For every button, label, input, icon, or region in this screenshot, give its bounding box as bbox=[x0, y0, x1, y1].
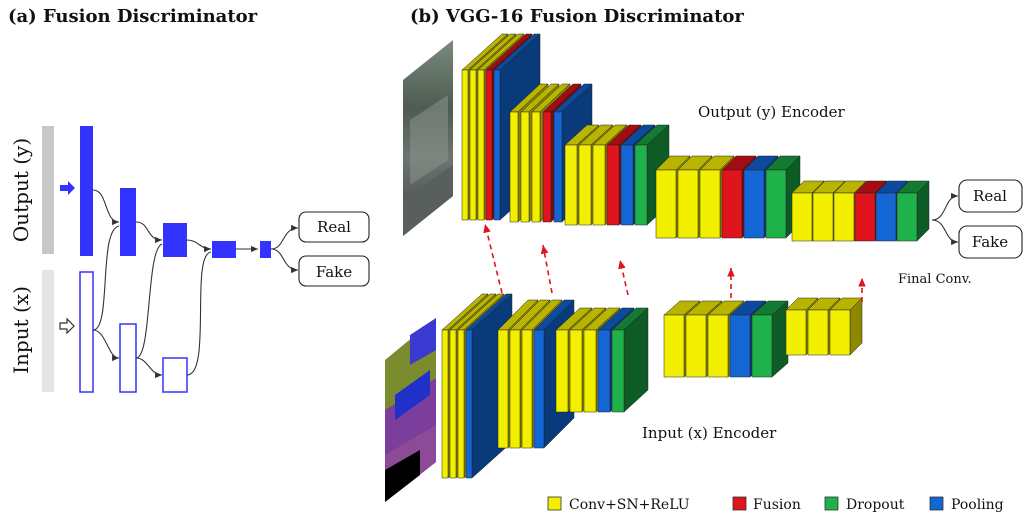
output-block-2 bbox=[120, 188, 136, 256]
legend-swatch-pooling bbox=[929, 496, 944, 511]
dropout-layer bbox=[751, 300, 789, 378]
input-block-1 bbox=[79, 271, 94, 393]
legend-label-pooling: Pooling bbox=[951, 497, 1004, 513]
panel-a-title: (a) Fusion Discriminator bbox=[8, 6, 258, 27]
legend-label-dropout: Dropout bbox=[846, 497, 905, 513]
input-side-bar bbox=[42, 270, 54, 392]
dropout-layer bbox=[611, 307, 649, 413]
input-side-label: Input (x) bbox=[9, 286, 33, 374]
output-encoder bbox=[461, 33, 930, 242]
panel-b-fake-label: Fake bbox=[972, 233, 1008, 251]
panel-a-fake-label: Fake bbox=[316, 263, 352, 281]
final-conv-label: Final Conv. bbox=[898, 272, 972, 287]
output-encoder-label: Output (y) Encoder bbox=[698, 103, 846, 121]
input-arrow-icon bbox=[59, 317, 75, 335]
conv-layer bbox=[829, 297, 863, 356]
panel-a-real-label: Real bbox=[317, 218, 351, 236]
dropout-layer bbox=[896, 180, 930, 242]
output-block-3 bbox=[163, 223, 187, 257]
output-block-5 bbox=[260, 241, 271, 258]
input-segmentation-image bbox=[385, 318, 436, 502]
panel-b-real-label: Real bbox=[973, 187, 1007, 205]
output-arrow-icon bbox=[60, 181, 75, 195]
panel-a-connections bbox=[92, 189, 299, 379]
input-block-3 bbox=[162, 357, 188, 393]
panel-b-fake-box bbox=[958, 225, 1023, 259]
output-side-bar bbox=[42, 126, 54, 254]
panel-b-title: (b) VGG-16 Fusion Discriminator bbox=[410, 6, 744, 27]
legend-label-fusion: Fusion bbox=[753, 497, 801, 513]
panel-b-real-box bbox=[958, 179, 1023, 213]
output-image bbox=[403, 40, 453, 236]
panel-a-fake-box bbox=[298, 255, 370, 287]
legend: Conv+SN+ReLU Fusion Dropout Pooling bbox=[547, 496, 1004, 513]
legend-label-conv: Conv+SN+ReLU bbox=[569, 497, 690, 513]
panel-a-real-box bbox=[298, 211, 370, 243]
output-block-4 bbox=[212, 241, 236, 258]
output-block-1 bbox=[80, 126, 93, 256]
legend-swatch-fusion bbox=[732, 496, 747, 511]
input-encoder-label: Input (x) Encoder bbox=[642, 424, 777, 442]
output-side-label: Output (y) bbox=[9, 138, 33, 242]
input-block-2 bbox=[119, 323, 137, 393]
legend-swatch-conv bbox=[547, 496, 562, 511]
legend-swatch-dropout bbox=[824, 496, 839, 511]
input-encoder bbox=[441, 293, 863, 479]
panel-b-connections bbox=[931, 192, 959, 246]
fusion-arrows bbox=[483, 223, 866, 302]
